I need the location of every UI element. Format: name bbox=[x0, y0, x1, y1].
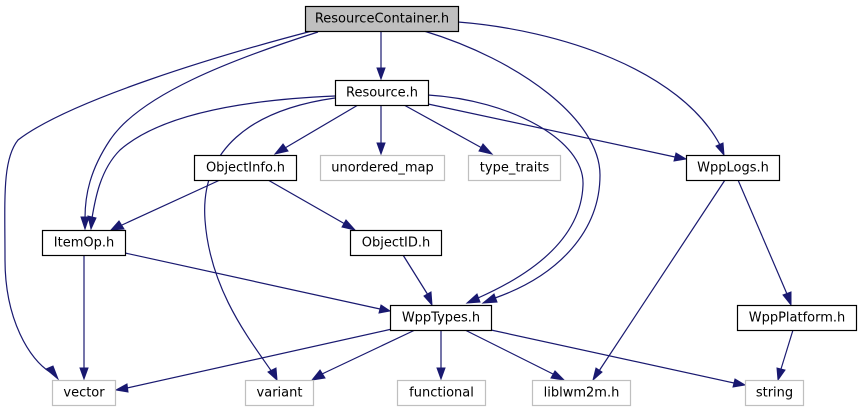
edge-resourcecontainer-vector bbox=[4, 30, 313, 373]
edge-wpptypes-variant bbox=[321, 329, 416, 375]
node-type-traits: type_traits bbox=[467, 154, 562, 182]
node-objectid-h[interactable]: ObjectID.h bbox=[349, 229, 443, 257]
arrowhead-icon bbox=[310, 369, 326, 381]
edge-wpptypes-string bbox=[490, 329, 735, 384]
arrowhead-icon bbox=[436, 367, 446, 381]
arrowhead-icon bbox=[109, 220, 125, 231]
arrowhead-icon bbox=[80, 216, 90, 231]
edge-resourcecontainer-wpptypes bbox=[423, 30, 601, 299]
arrowhead-icon bbox=[782, 291, 792, 307]
node-wpptypes-h[interactable]: WppTypes.h bbox=[389, 304, 493, 332]
node-liblwm2m-h: liblwm2m.h bbox=[531, 379, 632, 407]
arrowhead-icon bbox=[465, 293, 481, 304]
node-vector: vector bbox=[51, 379, 117, 407]
node-label: type_traits bbox=[480, 161, 550, 176]
node-string: string bbox=[744, 379, 805, 407]
nodes-layer: ResourceContainer.h Resource.h ObjectInf… bbox=[41, 5, 858, 407]
node-label: WppTypes.h bbox=[402, 311, 480, 326]
edge-itemop-wpptypes bbox=[124, 252, 381, 310]
edge-wpptypes-vector bbox=[126, 328, 393, 389]
edge-wpplogs-wppplatform bbox=[737, 179, 788, 295]
arrowhead-icon bbox=[87, 215, 97, 231]
node-label: ObjectInfo.h bbox=[206, 161, 285, 176]
arrowhead-icon bbox=[45, 365, 60, 381]
node-label: vector bbox=[63, 386, 105, 401]
arrowhead-icon bbox=[267, 367, 278, 382]
edge-objectinfo-itemop bbox=[121, 179, 221, 226]
node-label: WppLogs.h bbox=[697, 161, 769, 176]
arrowhead-icon bbox=[79, 367, 89, 381]
edge-objectid-wpptypes bbox=[402, 254, 429, 296]
arrowhead-icon bbox=[673, 152, 688, 162]
arrowhead-icon bbox=[776, 367, 786, 382]
arrowhead-icon bbox=[478, 143, 494, 155]
node-objectinfo-h[interactable]: ObjectInfo.h bbox=[193, 154, 298, 182]
node-itemop-h[interactable]: ItemOp.h bbox=[41, 229, 127, 257]
arrowhead-icon bbox=[550, 370, 566, 381]
node-wpplogs-h[interactable]: WppLogs.h bbox=[685, 154, 781, 182]
arrowhead-icon bbox=[114, 383, 129, 393]
edge-wpplogs-liblwm2m bbox=[598, 179, 726, 372]
node-label: WppPlatform.h bbox=[749, 311, 846, 326]
edge-objectinfo-objectid bbox=[267, 179, 346, 225]
node-label: ResourceContainer.h bbox=[315, 12, 449, 27]
node-variant: variant bbox=[244, 379, 315, 407]
node-label: functional bbox=[409, 386, 474, 401]
node-label: liblwm2m.h bbox=[544, 386, 620, 401]
node-resource-h[interactable]: Resource.h bbox=[334, 79, 430, 107]
node-label: ObjectID.h bbox=[362, 236, 431, 251]
edge-resource-wpplogs bbox=[427, 103, 676, 158]
arrowhead-icon bbox=[378, 304, 392, 314]
edge-resource-variant bbox=[204, 97, 336, 373]
edge-wpptypes-liblwm2m bbox=[464, 329, 554, 375]
arrowhead-icon bbox=[376, 67, 386, 81]
node-label: ItemOp.h bbox=[54, 236, 114, 251]
node-label: variant bbox=[257, 386, 303, 401]
edge-resource-objectinfo bbox=[284, 104, 359, 149]
edge-resource-itemop bbox=[91, 95, 336, 219]
arrowhead-icon bbox=[376, 142, 386, 156]
edges-layer bbox=[4, 21, 794, 393]
node-functional: functional bbox=[396, 379, 487, 407]
arrowhead-icon bbox=[481, 293, 498, 304]
edge-resourcecontainer-itemop bbox=[84, 31, 319, 219]
arrowhead-icon bbox=[732, 378, 747, 388]
arrowhead-icon bbox=[715, 142, 725, 157]
arrowhead-icon bbox=[592, 367, 603, 382]
edge-resource-wpptypes bbox=[427, 94, 584, 299]
node-label: unordered_map bbox=[331, 161, 434, 176]
arrowhead-icon bbox=[341, 219, 357, 231]
node-unordered-map: unordered_map bbox=[319, 154, 446, 182]
node-resourcecontainer-h[interactable]: ResourceContainer.h bbox=[304, 5, 460, 33]
node-label: Resource.h bbox=[346, 86, 418, 101]
arrowhead-icon bbox=[423, 291, 433, 307]
node-label: string bbox=[756, 386, 793, 401]
node-wppplatform-h[interactable]: WppPlatform.h bbox=[736, 304, 858, 332]
edge-resourcecontainer-wpplogs bbox=[457, 21, 721, 146]
arrowhead-icon bbox=[273, 143, 289, 155]
edge-wppplatform-string bbox=[780, 329, 794, 370]
edge-resource-typetraits bbox=[403, 104, 483, 149]
